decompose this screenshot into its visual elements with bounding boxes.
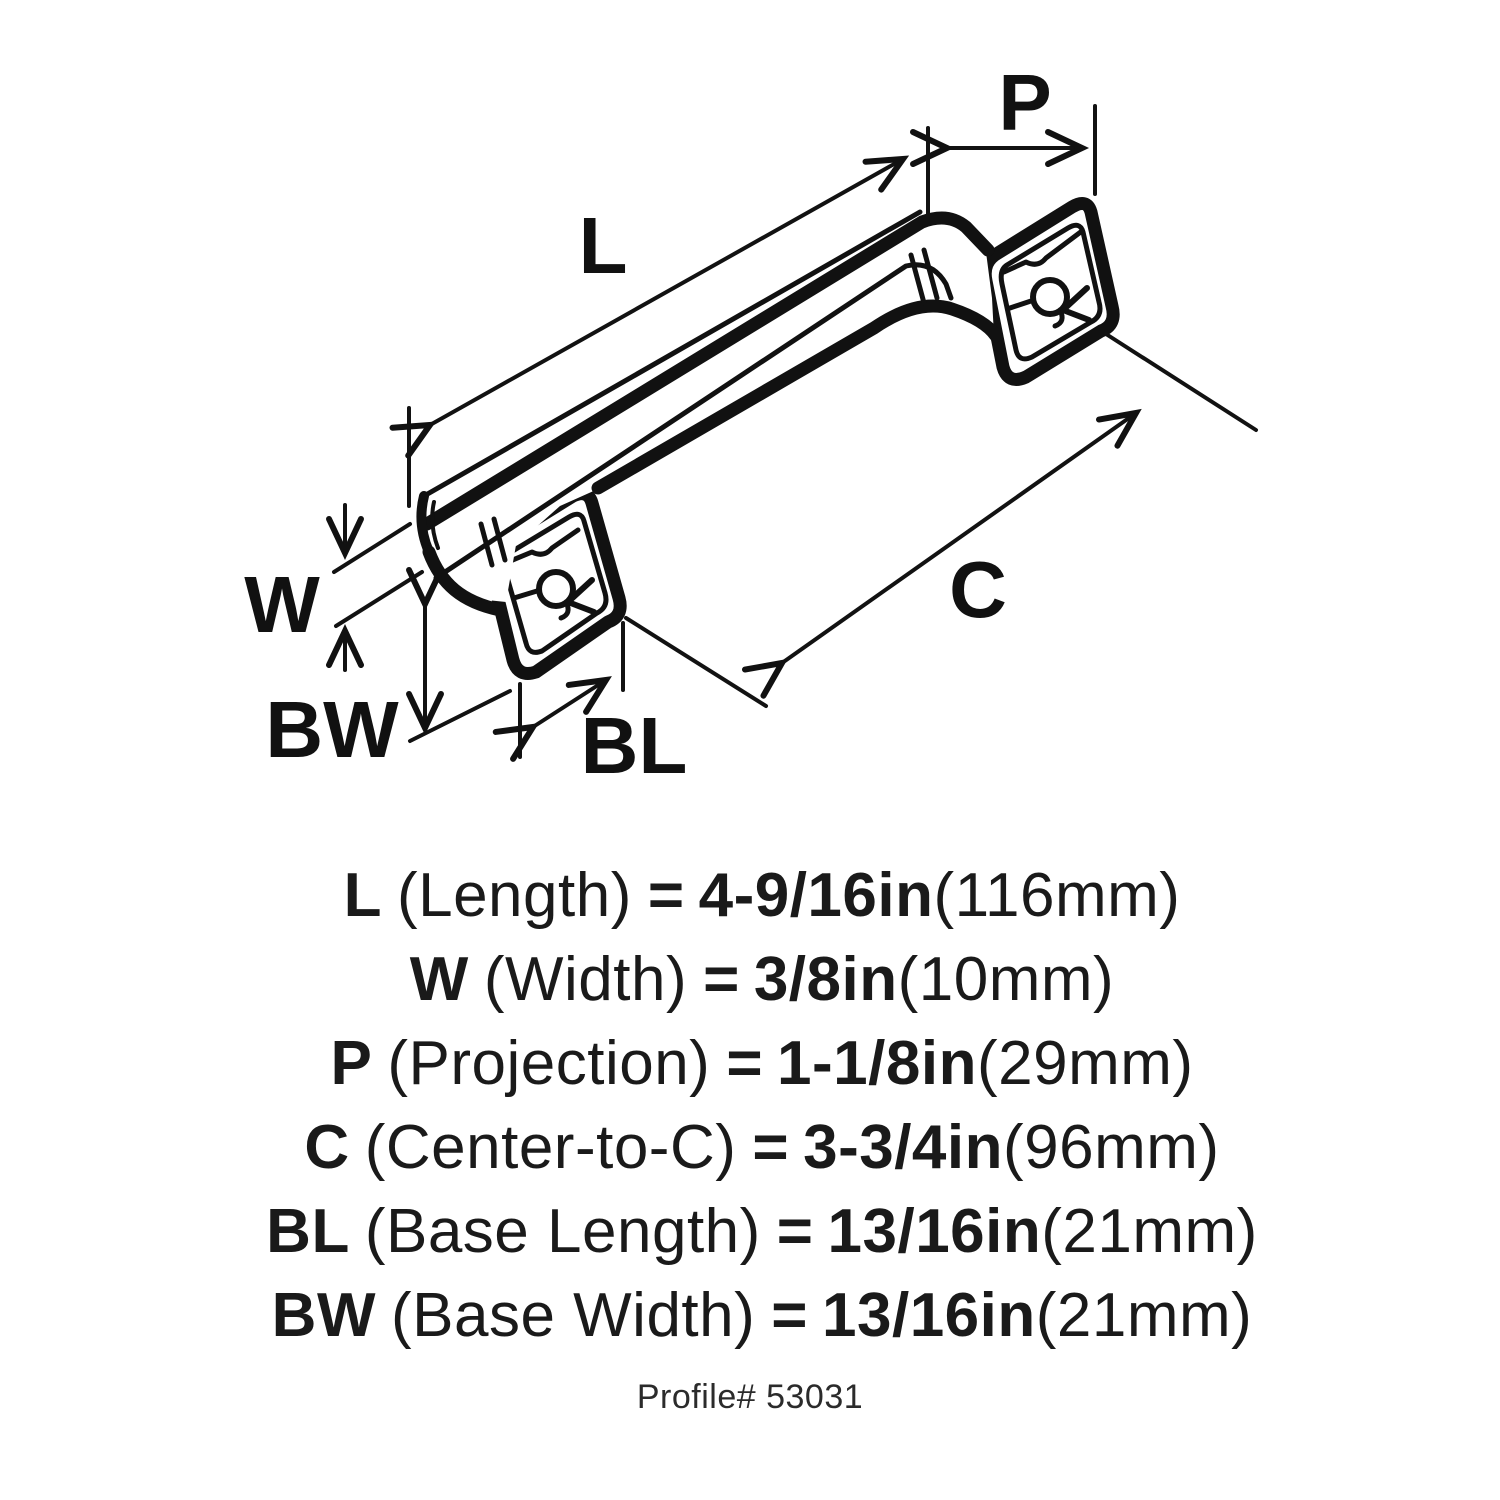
spec-mm-value: (21mm) xyxy=(1035,1280,1253,1350)
spec-inch-value: 1-1/8in xyxy=(777,1028,977,1098)
spec-inch-value: 3/8in xyxy=(753,944,898,1014)
spec-line-center-to-center: C (Center-to-C) = 3-3/4in (96mm) xyxy=(280,1105,1219,1189)
spec-line-length: L (Length) = 4-9/16in (116mm) xyxy=(320,853,1181,937)
spec-list: L (Length) = 4-9/16in (116mm) W (Width) … xyxy=(0,853,1500,1357)
dimension-label-p: P xyxy=(998,58,1051,147)
spec-equals: = xyxy=(771,1280,809,1350)
profile-number: Profile# 53031 xyxy=(636,1378,864,1416)
dimension-bl xyxy=(492,621,625,762)
right-screw-hole-icon xyxy=(1030,277,1070,317)
dimension-w xyxy=(326,503,424,672)
dimension-p xyxy=(910,104,1097,196)
dimension-bw xyxy=(406,567,512,743)
spec-code: W xyxy=(409,944,469,1014)
spec-label: (Projection) xyxy=(387,1028,711,1098)
spec-line-projection: P (Projection) = 1-1/8in (29mm) xyxy=(306,1021,1193,1105)
spec-label: (Width) xyxy=(483,944,688,1014)
spec-inch-value: 4-9/16in xyxy=(698,860,934,930)
spec-code: BW xyxy=(271,1280,376,1350)
left-neck-edge xyxy=(422,545,507,617)
spec-label: (Center-to-C) xyxy=(364,1112,737,1182)
left-hash-marks xyxy=(478,516,508,568)
spec-equals: = xyxy=(776,1196,814,1266)
spec-equals: = xyxy=(647,860,685,930)
spec-line-base-width: BW (Base Width) = 13/16in (21mm) xyxy=(248,1273,1253,1357)
spec-line-base-length: BL (Base Length) = 13/16in (21mm) xyxy=(242,1189,1258,1273)
dimension-c xyxy=(624,332,1258,708)
spec-equals: = xyxy=(703,944,740,1014)
spec-code: L xyxy=(343,860,382,930)
spec-code: C xyxy=(304,1112,350,1182)
spec-label: (Length) xyxy=(396,860,632,930)
dimension-label-l: L xyxy=(579,201,628,290)
spec-inch-value: 13/16in xyxy=(822,1280,1036,1350)
spec-equals: = xyxy=(752,1112,790,1182)
spec-mm-value: (21mm) xyxy=(1041,1196,1258,1266)
spec-mm-value: (10mm) xyxy=(897,944,1115,1014)
spec-equals: = xyxy=(726,1028,764,1098)
dimension-label-c: C xyxy=(949,545,1007,634)
spec-label: (Base Length) xyxy=(364,1196,761,1266)
right-mounting-pad xyxy=(978,197,1120,386)
spec-mm-value: (116mm) xyxy=(933,860,1181,930)
spec-code: P xyxy=(330,1028,373,1098)
dimension-annotations xyxy=(326,104,1258,762)
spec-mm-value: (29mm) xyxy=(976,1028,1194,1098)
dimension-label-bl: BL xyxy=(581,701,688,790)
left-screw-hole-icon xyxy=(536,569,576,609)
spec-inch-value: 13/16in xyxy=(827,1196,1042,1266)
dimension-label-w: W xyxy=(244,560,320,649)
dimension-label-bw: BW xyxy=(265,685,399,774)
spec-mm-value: (96mm) xyxy=(1003,1112,1220,1182)
spec-code: BL xyxy=(266,1196,350,1266)
right-hash-marks xyxy=(908,247,940,306)
pull-handle-diagram: L P C W BW BL xyxy=(244,58,1258,790)
spec-label: (Base Width) xyxy=(390,1280,756,1350)
spec-inch-value: 3-3/4in xyxy=(803,1112,1004,1182)
spec-line-width: W (Width) = 3/8in (10mm) xyxy=(386,937,1114,1021)
